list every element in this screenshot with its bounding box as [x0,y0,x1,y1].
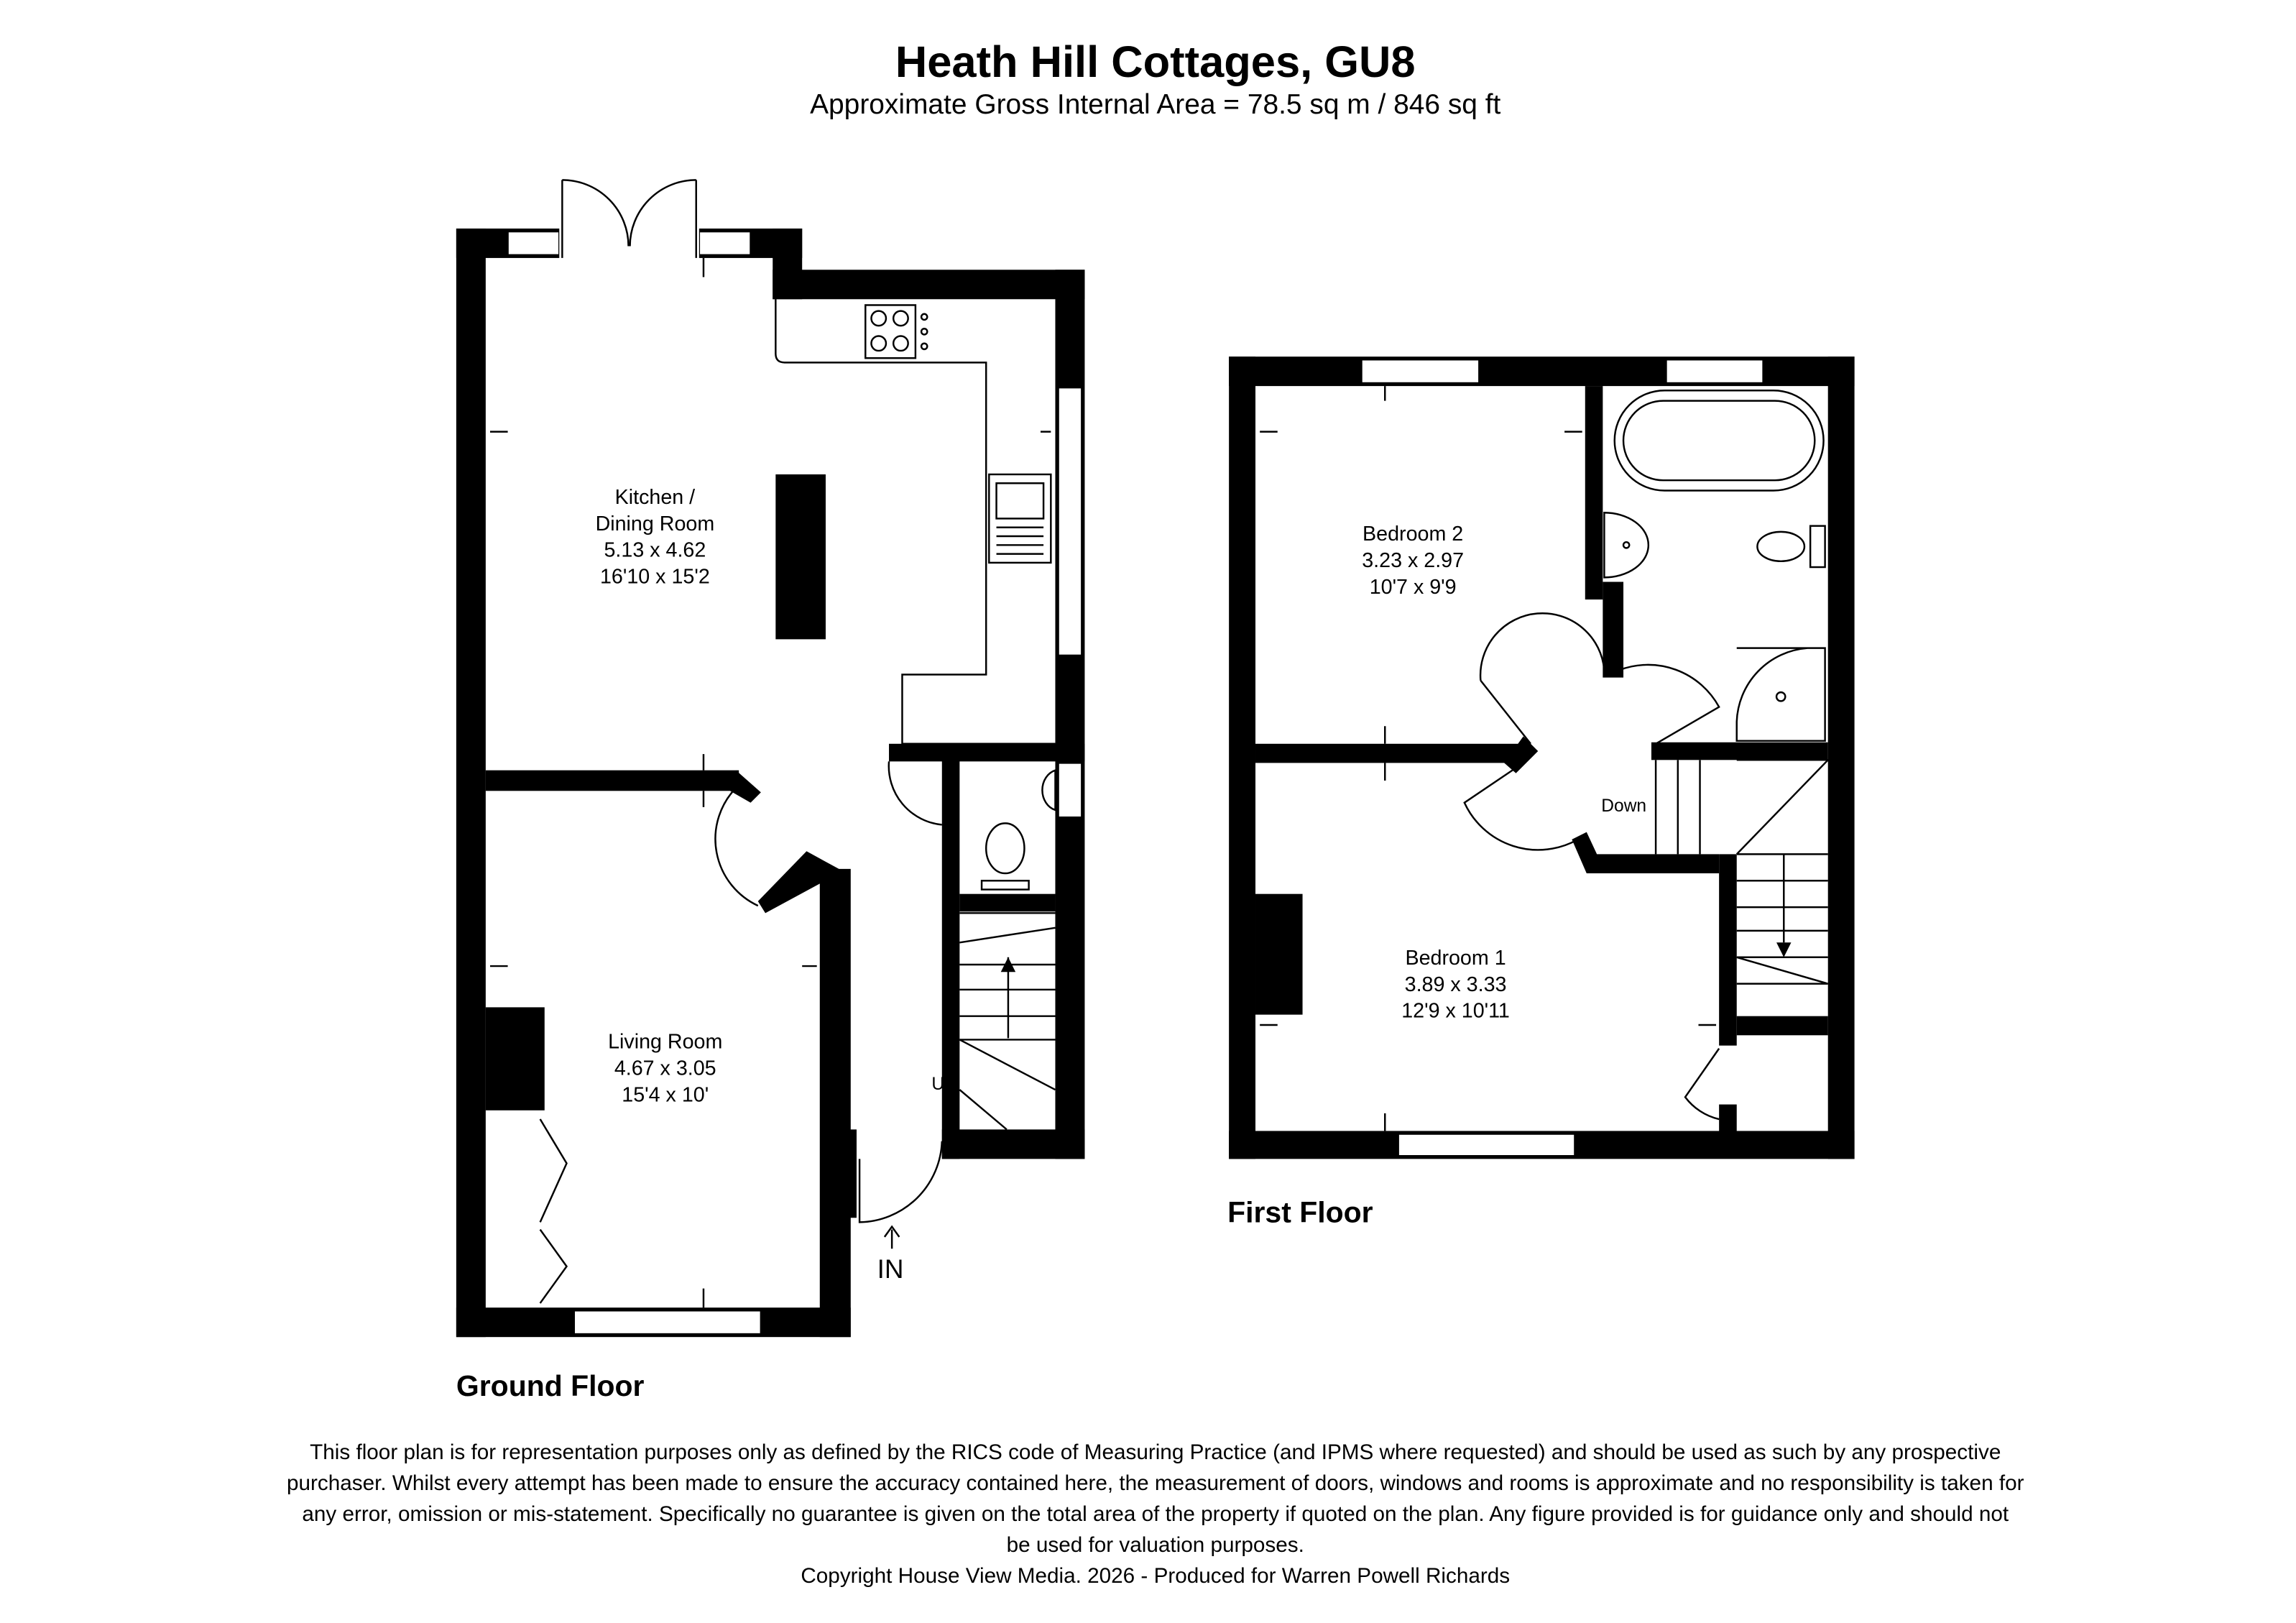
entrance-label[interactable]: IN [877,1254,904,1284]
svg-text:Bedroom 2: Bedroom 2 [1363,523,1463,546]
ground-floor-label: Ground Floor [456,1369,645,1402]
svg-text:3.23 x 2.97: 3.23 x 2.97 [1362,549,1464,572]
first-floor-plan: Down Bedroom 2 3.23 x 2.97 10'7 x 9'9 Be… [1227,357,1855,1228]
page-subtitle: Approximate Gross Internal Area = 78.5 s… [810,89,1500,120]
svg-text:16'10 x 15'2: 16'10 x 15'2 [600,566,710,589]
svg-text:4.67 x 3.05: 4.67 x 3.05 [614,1057,716,1080]
svg-text:15'4 x 10': 15'4 x 10' [622,1083,709,1106]
svg-text:Living Room: Living Room [608,1031,722,1054]
room-bedroom-1: Bedroom 1 3.89 x 3.33 12'9 x 10'11 [1401,947,1510,1023]
svg-text:3.89 x 3.33: 3.89 x 3.33 [1405,973,1507,996]
stairs-up-label: Up [931,1075,954,1094]
room-bedroom-2: Bedroom 2 3.23 x 2.97 10'7 x 9'9 [1362,523,1464,599]
svg-text:be used for valuation purposes: be used for valuation purposes. [1007,1533,1304,1557]
copyright: Copyright House View Media. 2026 - Produ… [801,1564,1510,1588]
svg-text:5.13 x 4.62: 5.13 x 4.62 [604,539,706,562]
room-kitchen-dining: Kitchen / Dining Room 5.13 x 4.62 16'10 … [596,486,715,589]
first-floor-label: First Floor [1227,1195,1373,1228]
svg-text:This floor plan is for represe: This floor plan is for representation pu… [310,1440,2001,1464]
svg-text:Kitchen /: Kitchen / [615,486,696,509]
page-title: Heath Hill Cottages, GU8 [895,37,1416,87]
svg-text:Bedroom 1: Bedroom 1 [1405,947,1506,970]
stairs-down-label: Down [1601,796,1646,816]
disclaimer: This floor plan is for representation pu… [287,1440,2024,1588]
svg-text:Dining Room: Dining Room [596,512,715,535]
room-living: Living Room 4.67 x 3.05 15'4 x 10' [608,1031,722,1107]
svg-text:any error, omission or mis-sta: any error, omission or mis-statement. Sp… [302,1502,2009,1526]
svg-text:10'7 x 9'9: 10'7 x 9'9 [1370,576,1457,599]
svg-text:12'9 x 10'11: 12'9 x 10'11 [1401,1000,1510,1023]
ground-floor-plan: Up IN Kitchen / Dining Room 5.13 x 4.62 … [456,179,1085,1402]
svg-text:purchaser. Whilst every attemp: purchaser. Whilst every attempt has been… [287,1471,2024,1495]
